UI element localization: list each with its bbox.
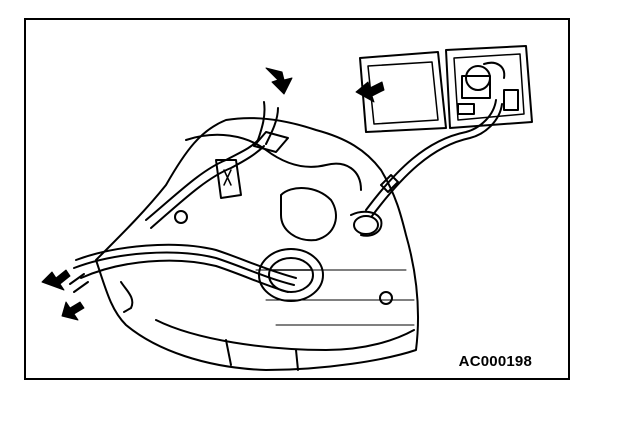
fuel-hoses: [69, 101, 297, 293]
bold-arrow-icon: [355, 81, 385, 103]
figure-frame: AC000198: [24, 18, 570, 380]
fuel-tank: [95, 117, 419, 371]
fuel-pump-module: [185, 133, 383, 302]
bold-arrow-icon: [41, 269, 71, 291]
gauge-unit-body: [445, 45, 533, 129]
bold-arrow-icon: [265, 67, 293, 95]
gauge-harness: [365, 99, 503, 217]
figure-id-label: AC000198: [458, 353, 532, 370]
arrows: [41, 67, 385, 321]
gauge-unit-lid: [359, 51, 447, 133]
fuel-tank-illustration: [41, 45, 533, 371]
bold-arrow-icon: [61, 301, 85, 321]
